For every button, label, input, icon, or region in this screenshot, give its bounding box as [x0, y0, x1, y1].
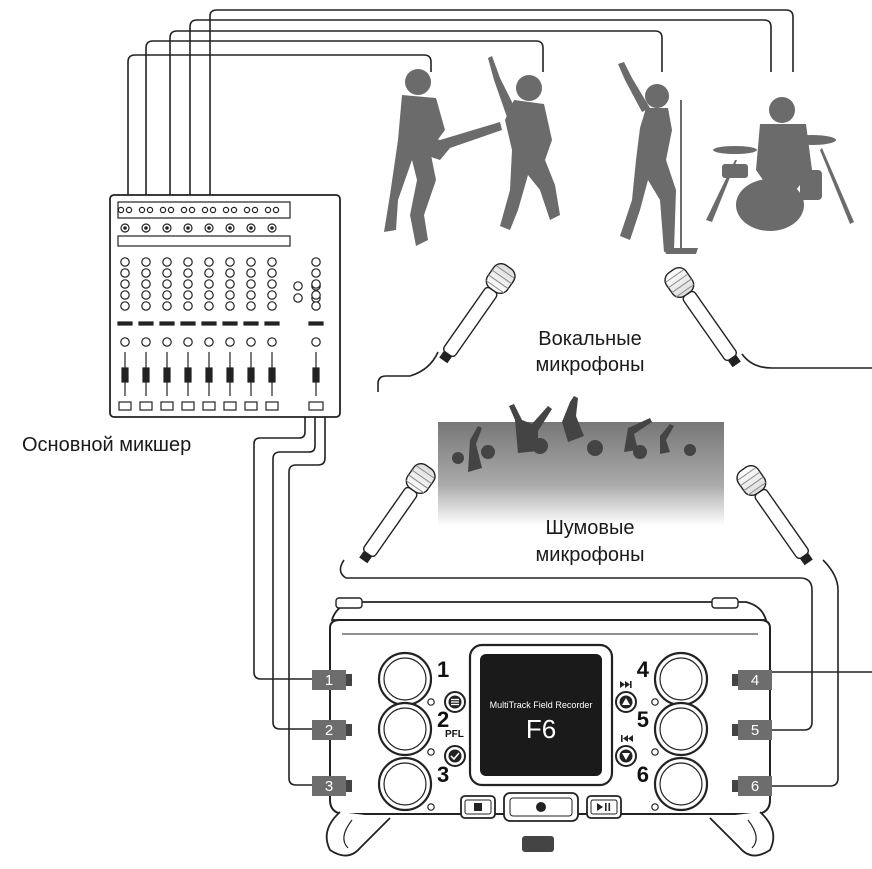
singer-silhouette — [618, 62, 698, 254]
input-tag-number: 3 — [325, 778, 333, 795]
stop-button[interactable] — [460, 795, 496, 819]
down-button[interactable] — [615, 745, 637, 767]
input-tag-number: 6 — [751, 778, 759, 795]
mixer-label: Основной микшер — [22, 434, 191, 456]
next-track-icon — [620, 681, 632, 688]
bassist-silhouette — [488, 56, 560, 230]
up-icon — [622, 698, 630, 705]
down-icon — [622, 753, 630, 760]
input-tag-6: 6 — [732, 776, 772, 796]
knob-number: 5 — [637, 707, 649, 732]
ambient-mic-right — [736, 464, 813, 566]
input-tag-5: 5 — [732, 720, 772, 740]
ambient-mics-label-line1: Шумовые — [545, 517, 634, 539]
knob-2[interactable]: 2 — [377, 701, 449, 757]
knob-number: 1 — [437, 657, 449, 682]
play-pause-button[interactable] — [586, 795, 622, 819]
main-mixer — [109, 194, 341, 418]
knob-4[interactable]: 4 — [637, 651, 709, 707]
up-button[interactable] — [615, 691, 637, 713]
mixer-to-band-cables — [127, 9, 794, 200]
mixer-to-recorder-cables — [253, 417, 326, 786]
microphone-cables — [339, 559, 872, 787]
knob-number: 6 — [637, 762, 649, 787]
knob-1[interactable]: 1 — [377, 651, 449, 707]
input-tag-2: 2 — [312, 720, 352, 740]
knob-5[interactable]: 5 — [637, 701, 709, 757]
f6-recorder: MultiTrack Field Recorder F6 1 2 3 4 5 6 PFL — [312, 597, 775, 857]
menu-button[interactable] — [444, 691, 466, 713]
knob-number: 3 — [437, 762, 449, 787]
knob-number: 2 — [437, 707, 449, 732]
crowd-silhouette — [438, 396, 724, 526]
input-tag-1: 1 — [312, 670, 352, 690]
record-button[interactable] — [503, 792, 579, 822]
drummer-silhouette — [706, 97, 854, 231]
input-tag-number: 4 — [751, 672, 759, 689]
pfl-label: PFL — [445, 729, 464, 740]
check-button[interactable] — [444, 745, 466, 767]
knob-led — [427, 748, 435, 756]
check-icon — [450, 752, 460, 761]
vocal-mics-label-line1: Вокальные — [538, 328, 641, 350]
knob-3[interactable]: 3 — [377, 756, 449, 812]
ambient-mics-label-line2: микрофоны — [536, 544, 645, 566]
display-screen — [480, 654, 602, 776]
mixer-controls — [117, 206, 324, 411]
ambient-mic-left — [359, 462, 436, 564]
stop-icon — [474, 803, 482, 811]
prev-track-icon — [621, 735, 633, 742]
knob-6[interactable]: 6 — [637, 756, 709, 812]
input-tag-number: 2 — [325, 722, 333, 739]
vocal-mics-label-line2: микрофоны — [536, 354, 645, 376]
play-pause-icon — [597, 803, 611, 811]
knob-led — [651, 698, 659, 706]
knob-number: 4 — [637, 657, 650, 682]
vocal-mic-right — [664, 266, 872, 369]
input-knobs: 1 2 3 4 5 6 — [377, 651, 709, 812]
input-tag-number: 5 — [751, 722, 759, 739]
knob-led — [427, 698, 435, 706]
input-tags: 1 2 3 4 5 6 — [312, 670, 772, 796]
vocal-mic-left — [377, 262, 516, 392]
input-tag-3: 3 — [312, 776, 352, 796]
knob-led — [651, 748, 659, 756]
screen-subtitle: MultiTrack Field Recorder — [490, 700, 593, 710]
knob-led — [651, 803, 659, 811]
record-icon — [536, 802, 546, 812]
menu-icon — [451, 698, 459, 706]
input-tag-number: 1 — [325, 672, 333, 689]
input-tag-4: 4 — [732, 670, 772, 690]
guitarist-silhouette — [384, 69, 502, 246]
screen-title: F6 — [526, 714, 556, 744]
knob-led — [427, 803, 435, 811]
